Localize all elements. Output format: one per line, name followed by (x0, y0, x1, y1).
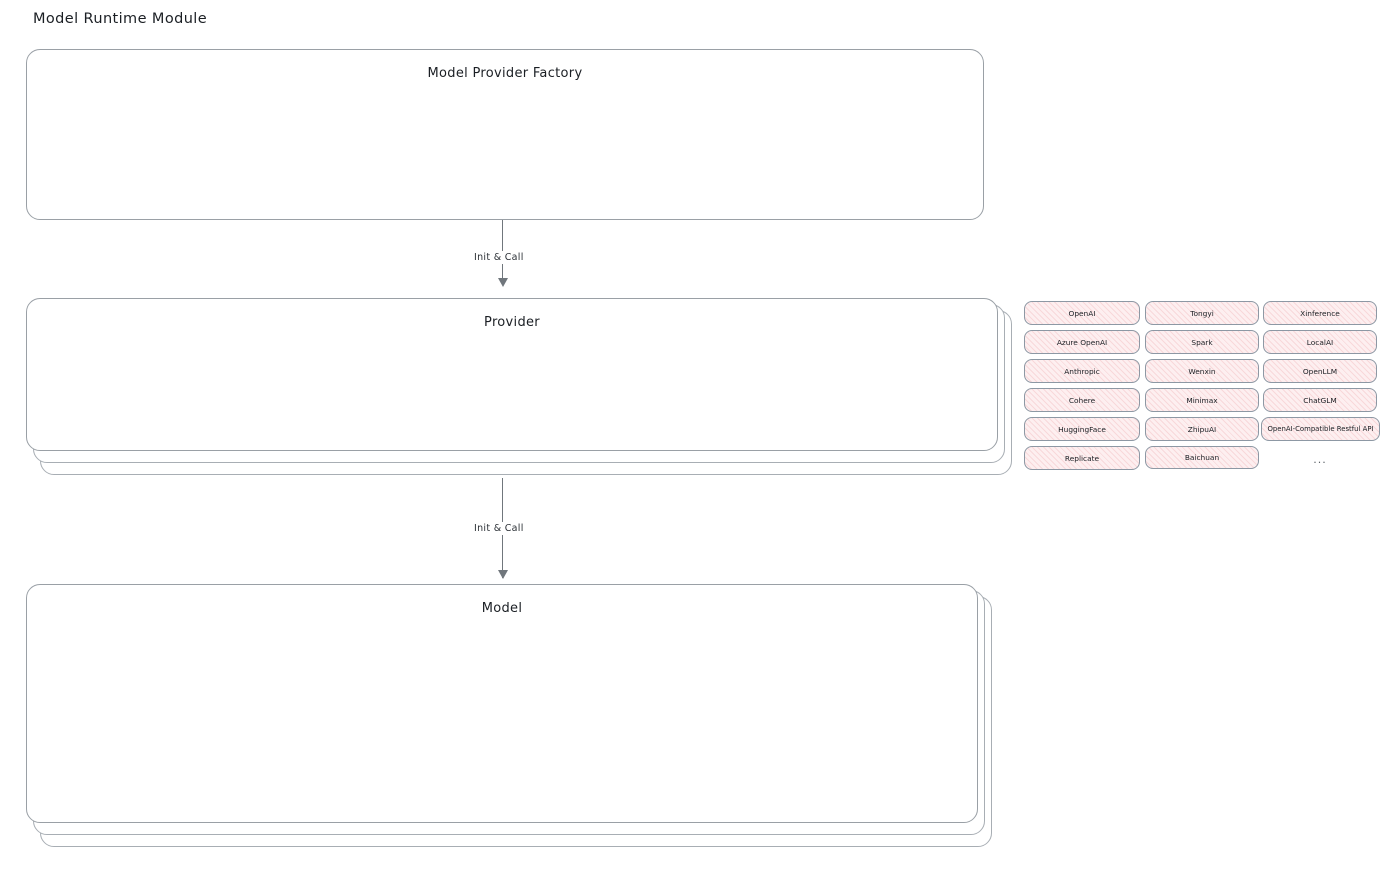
provider-pill-baichuan[interactable]: Baichuan (1145, 446, 1259, 469)
provider-pill-replicate[interactable]: Replicate (1024, 446, 1140, 470)
provider-pill-zhipuai[interactable]: ZhipuAI (1145, 417, 1259, 441)
provider-pill-wenxin[interactable]: Wenxin (1145, 359, 1259, 383)
provider-pill-openai-compatible[interactable]: OpenAI-Compatible Restful API (1261, 417, 1380, 441)
page-title: Model Runtime Module (33, 11, 208, 27)
provider-pill-spark[interactable]: Spark (1145, 330, 1259, 354)
provider-pill-openai[interactable]: OpenAI (1024, 301, 1140, 325)
arrow-1-head (498, 278, 508, 287)
provider-pill-anthropic[interactable]: Anthropic (1024, 359, 1140, 383)
arrow-1-label: Init & Call (470, 251, 528, 264)
provider-pill-openllm[interactable]: OpenLLM (1263, 359, 1377, 383)
provider-pill-minimax[interactable]: Minimax (1145, 388, 1259, 412)
provider-pill-huggingface[interactable]: HuggingFace (1024, 417, 1140, 441)
model-provider-factory-title: Model Provider Factory (427, 66, 583, 81)
provider-pill-tongyi[interactable]: Tongyi (1145, 301, 1259, 325)
provider-title: Provider (484, 315, 540, 330)
model-provider-factory-card: Model Provider Factory (26, 49, 984, 220)
model-title: Model (481, 601, 523, 616)
provider-pill-xinference[interactable]: Xinference (1263, 301, 1377, 325)
provider-pill-localai[interactable]: LocalAI (1263, 330, 1377, 354)
arrow-2-head (498, 570, 508, 579)
model-card: Model (26, 584, 978, 823)
provider-pill-chatglm[interactable]: ChatGLM (1263, 388, 1377, 412)
provider-list-more-ellipsis: ... (1313, 452, 1327, 466)
provider-pill-cohere[interactable]: Cohere (1024, 388, 1140, 412)
provider-card: Provider (26, 298, 998, 451)
provider-pill-azure-openai[interactable]: Azure OpenAI (1024, 330, 1140, 354)
arrow-2-label: Init & Call (470, 522, 528, 535)
